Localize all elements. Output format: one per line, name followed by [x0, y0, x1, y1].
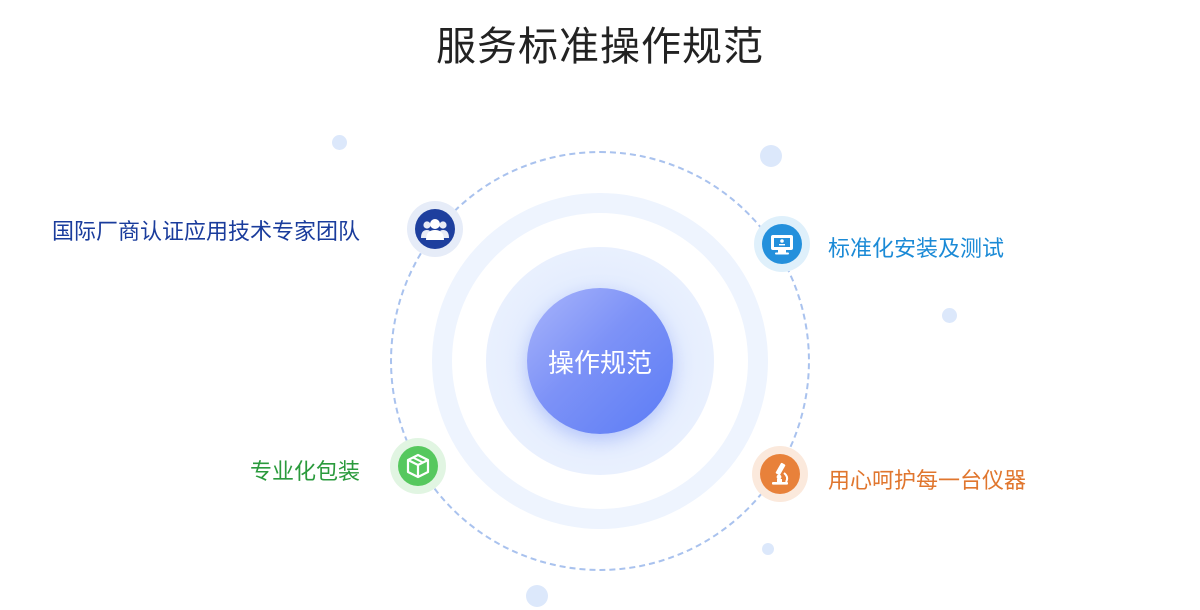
decor-dot [332, 135, 347, 150]
decor-dot [760, 145, 782, 167]
team-icon [415, 209, 455, 249]
label-install: 标准化安装及测试 [828, 237, 1005, 262]
decor-dot [526, 585, 548, 607]
label-care: 用心呵护每一台仪器 [828, 469, 1027, 494]
node-team [407, 201, 463, 257]
label-package: 专业化包装 [250, 460, 361, 485]
center-label: 操作规范 [547, 348, 652, 379]
decor-dot [942, 308, 957, 323]
label-team: 国际厂商认证应用技术专家团队 [52, 220, 361, 245]
page-title: 服务标准操作规范 [436, 24, 764, 70]
node-care [752, 446, 808, 502]
microscope-icon [760, 454, 800, 494]
box-icon [398, 446, 438, 486]
node-install [754, 216, 810, 272]
monitor-icon [762, 224, 802, 264]
decor-dot [762, 543, 774, 555]
node-package [390, 438, 446, 494]
center-circle: 操作规范 [527, 288, 673, 434]
dashed-orbit-ring [390, 151, 810, 571]
